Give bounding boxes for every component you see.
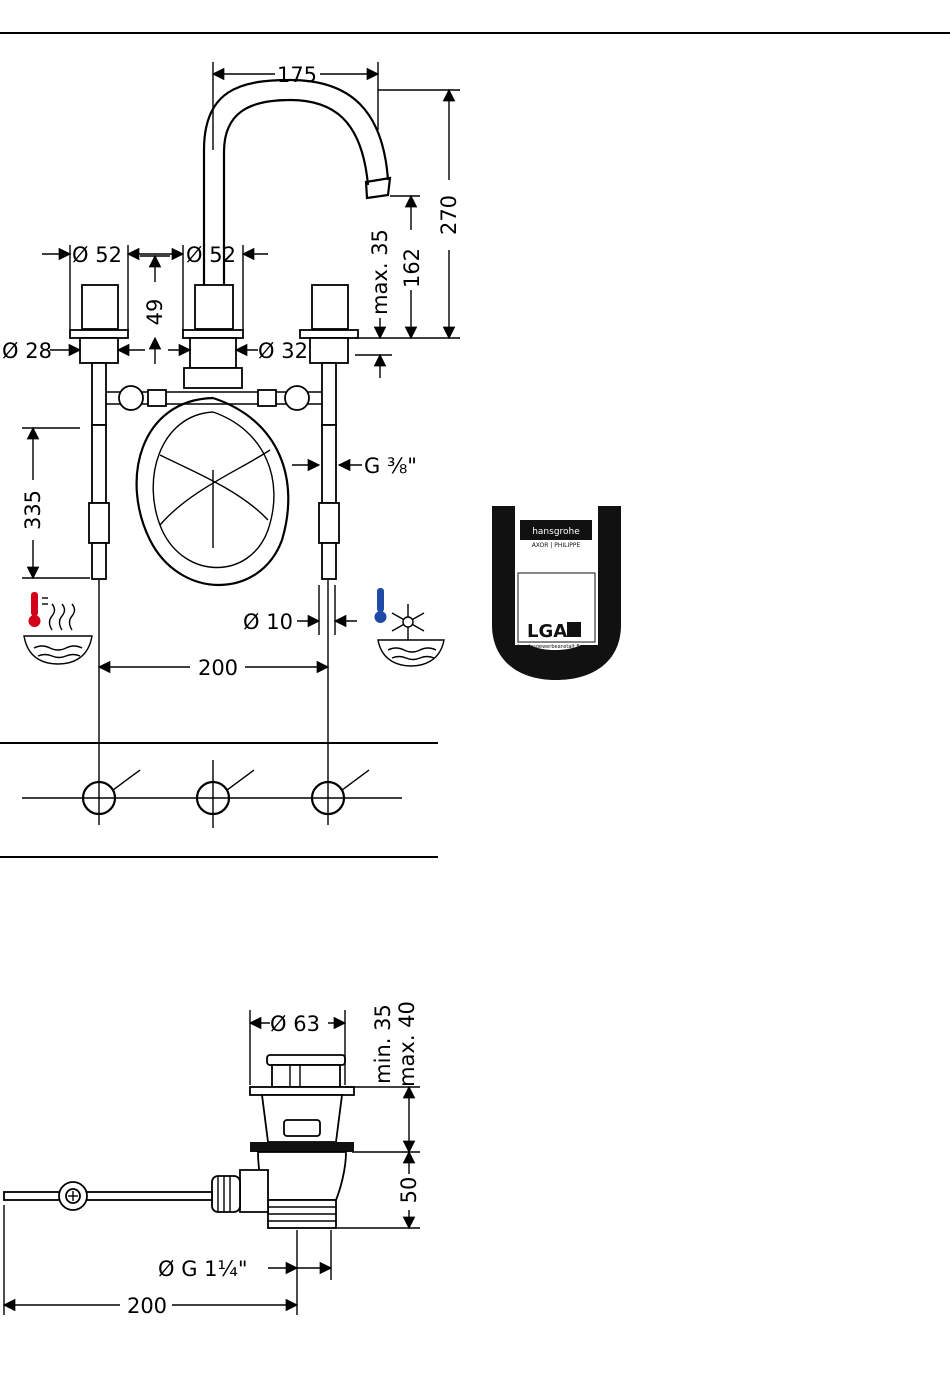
left-hose <box>92 425 106 503</box>
badge-brand: hansgrohe <box>532 527 580 537</box>
left-handle <box>82 285 118 329</box>
dim-base-left: Ø 28 <box>2 339 52 363</box>
dim-hose-length: 335 <box>21 490 45 530</box>
dim-handle-height: 49 <box>143 299 167 326</box>
thermometer-hot-icon <box>29 592 49 627</box>
right-shank <box>322 363 336 425</box>
spout-inner <box>224 100 368 285</box>
right-rosette <box>300 330 358 338</box>
right-base <box>310 338 348 363</box>
dim-spout-height: 162 <box>400 248 424 288</box>
right-hose <box>322 425 336 503</box>
dim-spacing: 200 <box>198 656 238 680</box>
dim-rod: 200 <box>127 1294 167 1318</box>
dim-outlet: Ø G 1¼" <box>158 1257 248 1281</box>
faucet-drawing <box>70 80 390 825</box>
dim-max: max. 40 <box>395 1001 419 1087</box>
spout-tip <box>366 178 390 198</box>
dim-drain-height: 50 <box>397 1177 421 1204</box>
dim-hole: Ø 10 <box>243 610 293 634</box>
cold-basin-icon <box>378 640 444 666</box>
left-shank <box>92 363 106 425</box>
dim-base-right: Ø 32 <box>258 339 308 363</box>
center-body <box>195 285 233 329</box>
snowflake-icon <box>392 604 424 640</box>
center-rosette <box>183 330 243 338</box>
dim-thread: G ⅜" <box>364 454 417 478</box>
dim-body-dia: Ø 52 <box>186 243 236 267</box>
dim-plug-dia: Ø 63 <box>270 1012 320 1036</box>
dim-handle-dia: Ø 52 <box>72 243 122 267</box>
dim-min: min. 35 <box>371 1004 395 1084</box>
drain-drawing <box>4 1055 354 1228</box>
center-clamp <box>184 368 242 388</box>
right-handle <box>312 285 348 329</box>
thermometer-cold-icon <box>375 588 387 623</box>
deck-plan-view <box>0 743 438 857</box>
left-base <box>80 338 118 363</box>
dim-spout-reach: 175 <box>277 63 317 87</box>
center-base <box>190 338 236 368</box>
badge-cert-sub: Landesgewerbeanstalt Bayern <box>518 644 594 650</box>
badge-line: AXOR | PHILIPPE <box>532 542 581 549</box>
badge-seal <box>567 622 581 637</box>
badge-cert: LGA <box>527 621 567 642</box>
dim-total-height: 270 <box>437 195 461 235</box>
left-rosette <box>70 330 128 338</box>
certification-badge: hansgrohe AXOR | PHILIPPE LGA Landesgewe… <box>492 506 621 680</box>
dim-max-deck: max. 35 <box>368 229 392 315</box>
